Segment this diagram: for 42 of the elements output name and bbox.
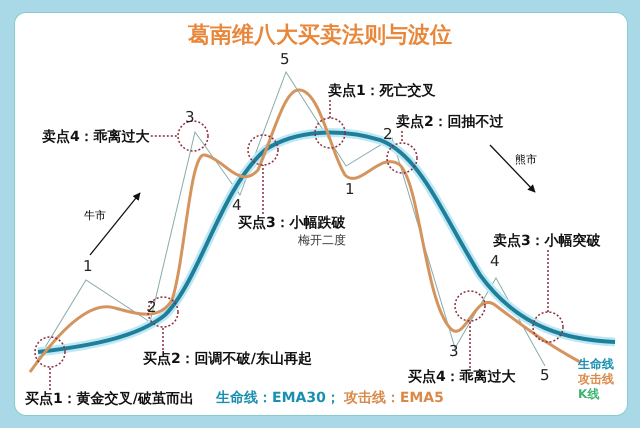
wave-number: 2 (383, 125, 393, 143)
trend-label: 牛市 (84, 208, 106, 223)
formula-text: 生命线：EMA30； (216, 389, 340, 407)
wave-number: 5 (540, 366, 550, 384)
legend-label: 生命线 (578, 356, 614, 372)
marker-circle (247, 134, 279, 166)
callout-label: 买点3：小幅跌破 (238, 214, 346, 232)
marker-circle (314, 117, 346, 149)
leader-line (547, 250, 549, 312)
marker-circle (532, 311, 564, 343)
wave-number: 3 (185, 108, 195, 126)
leader-line (401, 131, 403, 143)
wave-number: 1 (345, 180, 355, 198)
formula-text: 攻击线：EMA5 (344, 389, 444, 407)
callout-label: 买点2：回调不破/东山再起 (143, 350, 312, 368)
leader-line (49, 367, 51, 390)
wave-number: 1 (83, 257, 93, 275)
callout-label: 买点4：乖离过大 (408, 368, 516, 386)
wave-number: 2 (147, 298, 157, 316)
leader-line (469, 321, 471, 368)
wave-number: 3 (449, 342, 459, 360)
callout-label: 买点1：黄金交叉/破茧而出 (25, 390, 194, 408)
trend-label: 熊市 (515, 152, 537, 167)
leader-line (150, 135, 178, 137)
leader-line (262, 165, 264, 214)
callout-label: 卖点2：回抽不过 (396, 113, 504, 131)
marker-circle (147, 296, 179, 328)
leader-line (162, 327, 164, 350)
callout-label: 卖点3：小幅突破 (493, 232, 601, 250)
wave-number: 4 (232, 196, 242, 214)
marker-circle (34, 336, 66, 368)
legend-label: K线 (578, 386, 600, 403)
callout-label: 卖点1：死亡交叉 (328, 82, 436, 100)
leader-line (329, 100, 331, 118)
legend-label: 攻击线 (578, 371, 614, 388)
wave-number: 5 (280, 50, 290, 68)
chart-title: 葛南维八大买卖法则与波位 (187, 22, 453, 50)
note-text: 梅开二度 (296, 232, 346, 249)
callout-label: 卖点4：乖离过大 (42, 128, 150, 146)
marker-circle (386, 142, 418, 174)
wave-number: 4 (490, 252, 500, 270)
marker-circle (454, 290, 486, 322)
